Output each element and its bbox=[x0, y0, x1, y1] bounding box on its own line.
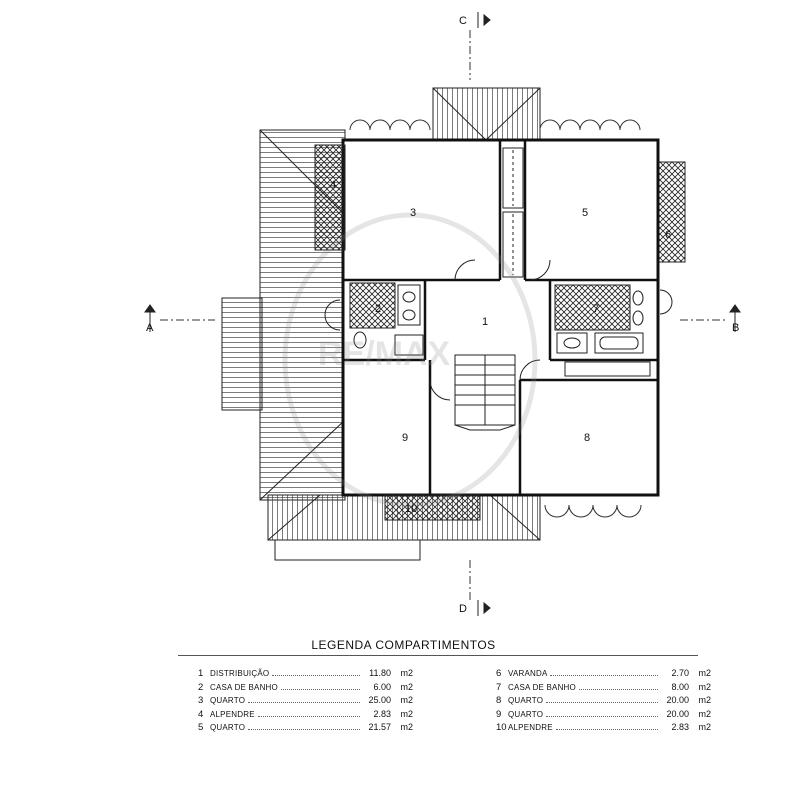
balcony-6 bbox=[654, 161, 686, 263]
room-label-6: 6 bbox=[665, 229, 671, 241]
legend-unit: m2 bbox=[400, 708, 413, 719]
legend-num: 1 bbox=[198, 668, 204, 679]
legend-num: 7 bbox=[496, 681, 502, 693]
svg-text:RE/MAX: RE/MAX bbox=[318, 335, 451, 373]
legend-area: 20.00 bbox=[666, 695, 689, 705]
legend-name: ALPENDRE bbox=[508, 723, 553, 732]
porch-4 bbox=[314, 144, 346, 251]
legend-unit: m2 bbox=[698, 681, 711, 692]
legend-leader bbox=[546, 715, 658, 717]
legend-leader bbox=[248, 702, 360, 703]
legend-row: 2 CASA DE BANHO 6.00 m2 bbox=[198, 682, 413, 696]
legend-area: 11.80 bbox=[369, 668, 391, 678]
room-label-3: 3 bbox=[410, 207, 416, 219]
legend-leader bbox=[546, 702, 658, 703]
room-label-2: 2 bbox=[375, 303, 381, 315]
legend-name: QUARTO bbox=[508, 709, 544, 719]
legend-name: QUARTO bbox=[210, 696, 246, 705]
legend-row: 7 CASA DE BANHO 8.00 m2 bbox=[496, 682, 711, 696]
legend-num: 5 bbox=[198, 722, 204, 733]
legend-unit: m2 bbox=[698, 722, 711, 732]
legend-leader bbox=[555, 729, 658, 730]
legend-unit: m2 bbox=[400, 722, 413, 732]
legend-unit: m2 bbox=[400, 681, 413, 692]
legend-leader bbox=[280, 688, 360, 690]
legend-area: 2.83 bbox=[373, 708, 391, 719]
legend-area: 20.00 bbox=[666, 708, 689, 719]
shrubs bbox=[349, 119, 642, 518]
legend-row: 5 QUARTO 21.57 m2 bbox=[198, 722, 413, 736]
section-d-label: D bbox=[459, 603, 467, 615]
room-label-9: 9 bbox=[402, 432, 408, 444]
legend-row: 10 ALPENDRE 2.83 m2 bbox=[496, 722, 711, 736]
legend-unit: m2 bbox=[698, 668, 711, 678]
porch-10 bbox=[384, 494, 481, 521]
legend-area: 8.00 bbox=[671, 681, 689, 692]
legend-row: 3 QUARTO 25.00 m2 bbox=[198, 695, 413, 709]
legend-divider bbox=[178, 655, 698, 656]
legend-unit: m2 bbox=[698, 695, 711, 705]
legend-column-right: 6 VARANDA 2.70 m2 7 CASA DE BANHO 8.00 m… bbox=[496, 668, 711, 736]
legend-name: QUARTO bbox=[508, 696, 544, 705]
legend-row: 8 QUARTO 20.00 m2 bbox=[496, 695, 711, 709]
legend-area: 25.00 bbox=[368, 695, 391, 705]
bathroom-2 bbox=[349, 282, 424, 356]
legend-area: 21.57 bbox=[368, 722, 391, 732]
room-label-7: 7 bbox=[593, 303, 599, 315]
legend-num: 3 bbox=[198, 695, 204, 706]
remax-watermark: RE/MAX bbox=[282, 212, 538, 508]
legend-column-left: 1 DISTRIBUIÇÃO 11.80 m2 2 CASA DE BANHO … bbox=[198, 668, 413, 736]
legend-leader bbox=[257, 715, 360, 717]
room-label-1: 1 bbox=[482, 316, 488, 328]
floor-plan-drawing: A B C D RE/MAX 1 2 3 4 5 6 7 8 9 10 bbox=[144, 12, 741, 616]
room-label-8: 8 bbox=[584, 432, 590, 444]
section-lines bbox=[160, 30, 725, 600]
staircase bbox=[454, 354, 516, 431]
legend-leader bbox=[248, 729, 360, 730]
roof-top-gable bbox=[432, 87, 541, 141]
section-c-label: C bbox=[459, 15, 467, 27]
bathroom-7 bbox=[554, 284, 644, 354]
legend-num: 4 bbox=[198, 708, 204, 720]
legend-unit: m2 bbox=[698, 708, 711, 719]
legend-name: VARANDA bbox=[508, 669, 548, 678]
legend-area: 2.83 bbox=[671, 722, 689, 732]
legend-leader bbox=[272, 675, 360, 676]
legend-name: CASA DE BANHO bbox=[508, 682, 576, 692]
room-label-4: 4 bbox=[330, 179, 336, 191]
legend-unit: m2 bbox=[400, 695, 413, 705]
legend-row: 6 VARANDA 2.70 m2 bbox=[496, 668, 711, 682]
legend-row: 9 QUARTO 20.00 m2 bbox=[496, 709, 711, 723]
legend-num: 6 bbox=[496, 668, 502, 679]
legend-name: ALPENDRE bbox=[210, 709, 255, 719]
interior-walls bbox=[343, 140, 658, 495]
section-b-label: B bbox=[732, 322, 739, 334]
room-label-10: 10 bbox=[405, 503, 417, 515]
legend-num: 9 bbox=[496, 708, 502, 720]
legend-area: 6.00 bbox=[373, 681, 391, 692]
legend-area: 2.70 bbox=[671, 668, 689, 678]
legend-row: 4 ALPENDRE 2.83 m2 bbox=[198, 709, 413, 723]
legend-name: DISTRIBUIÇÃO bbox=[210, 669, 270, 678]
room-label-5: 5 bbox=[582, 207, 588, 219]
legend-leader bbox=[550, 675, 658, 676]
legend-name: QUARTO bbox=[210, 723, 246, 732]
legend-num: 8 bbox=[496, 695, 502, 706]
door-swings bbox=[324, 259, 673, 401]
section-a-label: A bbox=[146, 322, 154, 334]
legend-title: LEGENDA COMPARTIMENTOS bbox=[311, 638, 496, 652]
legend-num: 10 bbox=[496, 722, 507, 733]
legend-name: CASA DE BANHO bbox=[210, 682, 278, 692]
wardrobes bbox=[502, 147, 651, 377]
legend-num: 2 bbox=[198, 681, 204, 693]
section-markers bbox=[144, 12, 741, 616]
legend-unit: m2 bbox=[400, 668, 413, 678]
legend-leader bbox=[578, 688, 658, 690]
legend-row: 1 DISTRIBUIÇÃO 11.80 m2 bbox=[198, 668, 413, 682]
